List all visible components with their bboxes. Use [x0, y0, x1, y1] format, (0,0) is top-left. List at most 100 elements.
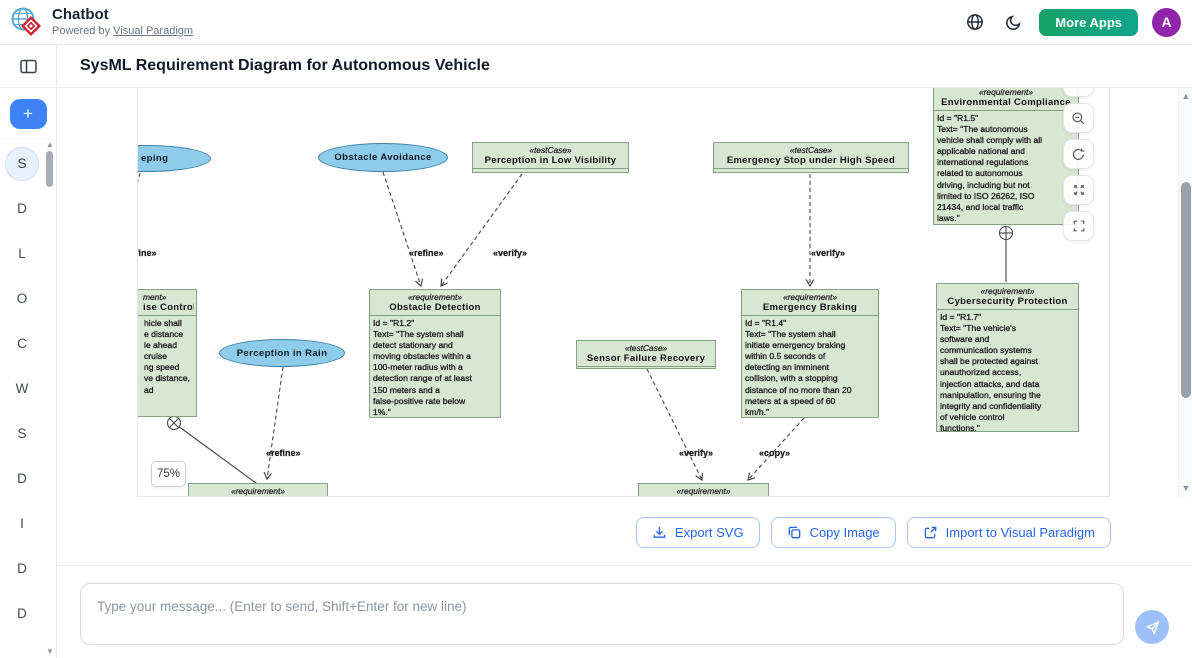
- sidebar-item-5[interactable]: W: [0, 366, 44, 411]
- chat-scrollbar[interactable]: ▲ ▼: [1178, 88, 1192, 497]
- requirement-text-line: of vehicle control: [940, 411, 1005, 422]
- reset-view-button[interactable]: [1063, 139, 1094, 169]
- language-globe-button[interactable]: [963, 10, 987, 34]
- requirement-text-line: within 0.5 seconds of: [745, 351, 826, 362]
- requirement-text-line: meters at a speed of 60: [745, 395, 836, 406]
- sidebar-item-10[interactable]: D: [0, 591, 44, 636]
- sidebar-item-label: W: [15, 381, 29, 396]
- edge-label-6: «copy»: [759, 448, 791, 458]
- sidebar-scrollbar[interactable]: ▲ ▼: [46, 141, 54, 656]
- sidebar-scroll-up-icon[interactable]: ▲: [46, 140, 54, 149]
- node-name: ise Control: [143, 302, 194, 313]
- sidebar-item-7[interactable]: D: [0, 456, 44, 501]
- zoom-in-button[interactable]: [1063, 88, 1094, 97]
- testcase-node-sensor-failure-recovery: «testCase»Sensor Failure Recovery: [576, 340, 716, 369]
- requirement-text-line: distance of no more than 20: [745, 384, 852, 395]
- dark-mode-button[interactable]: [1001, 10, 1025, 34]
- edge-label-5: «verify»: [679, 448, 714, 458]
- sidebar-item-label: S: [5, 146, 39, 181]
- requirement-text-line: Id = "R1.2": [373, 318, 415, 328]
- expand-button[interactable]: [1063, 175, 1094, 205]
- requirement-text-line: Id = "R1.5": [937, 113, 979, 123]
- sidebar-scroll-thumb[interactable]: [46, 151, 53, 187]
- sidebar-item-2[interactable]: L: [0, 231, 44, 276]
- sidebar-item-label: D: [17, 606, 27, 621]
- node-name: Sensor Failure Recovery: [586, 353, 706, 364]
- app-title: Chatbot: [52, 6, 109, 24]
- sidebar-item-label: S: [17, 426, 27, 441]
- stereotype-label: «requirement»: [676, 486, 731, 496]
- sidebar-item-8[interactable]: I: [0, 501, 44, 546]
- requirement-text-line: unauthorized access,: [940, 367, 1022, 378]
- requirement-text-line: Id = "R1.4": [745, 318, 787, 328]
- requirement-text-line: moving obstacles within a: [373, 351, 471, 362]
- requirement-text-line: shall be protected against: [940, 356, 1038, 367]
- requirement-text-line: ve distance,: [144, 373, 190, 384]
- stereotype-label: «testCase»: [624, 343, 668, 353]
- avatar[interactable]: A: [1152, 7, 1181, 37]
- requirement-text-line: Id = "R1.7": [940, 312, 982, 322]
- message-input[interactable]: [80, 583, 1124, 645]
- chat-scroll-down-icon[interactable]: ▼: [1181, 483, 1191, 493]
- sidebar-item-3[interactable]: O: [0, 276, 44, 321]
- sidebar-item-1[interactable]: D: [0, 186, 44, 231]
- sidebar-item-label: L: [18, 246, 26, 261]
- chat-scroll-up-icon[interactable]: ▲: [1181, 91, 1191, 101]
- edge-label-2: «verify»: [493, 248, 528, 258]
- requirement-text-line: software and: [940, 334, 990, 345]
- stereotype-label: ment»: [143, 292, 167, 302]
- requirement-text-line: km/h.": [745, 406, 770, 417]
- chat-scroll-thumb[interactable]: [1181, 182, 1191, 398]
- zoom-in-icon: [1071, 88, 1086, 90]
- requirement-node-fail-safe-operation: «requirement»Fail-Safe Operation: [638, 483, 769, 496]
- export-svg-button[interactable]: Export SVG: [635, 517, 760, 548]
- ellipse-label: Obstacle Avoidance: [334, 152, 432, 163]
- powered-by: Powered by Visual Paradigm: [52, 24, 194, 37]
- requirement-text-line: initiate emergency braking: [745, 340, 846, 351]
- visual-paradigm-logo: [11, 7, 41, 36]
- send-plane-icon: [1146, 620, 1159, 634]
- requirement-text-line: false-positive rate below: [373, 395, 466, 406]
- new-chat-button[interactable]: +: [9, 98, 47, 129]
- requirement-node-sensor-fusion-accuracy: «requirement»Sensor Fusion Accuracy: [188, 483, 328, 496]
- node-name: Emergency Braking: [762, 302, 858, 313]
- zoom-out-button[interactable]: [1063, 103, 1094, 133]
- sidebar-item-6[interactable]: S: [0, 411, 44, 456]
- requirement-text-line: limited to ISO 26262, ISO: [937, 190, 1035, 201]
- sidebar-panel-icon: [19, 59, 37, 73]
- requirement-text-line: 150 meters and a: [373, 384, 440, 395]
- sidebar-toggle-button[interactable]: [15, 53, 41, 79]
- requirement-text-line: international regulations: [937, 157, 1029, 168]
- reset-view-icon: [1072, 147, 1085, 160]
- requirement-text-line: vehicle shall comply with all: [937, 135, 1043, 146]
- usecase-ellipse-perception-in-rain: Perception in Rain: [219, 339, 345, 367]
- sidebar-item-label: D: [17, 561, 27, 576]
- sidebar-item-4[interactable]: C: [0, 321, 44, 366]
- requirement-text-line: ng speed: [144, 362, 180, 373]
- node-name: Emergency Stop under High Speed: [726, 155, 896, 166]
- copy-image-button[interactable]: Copy Image: [770, 517, 896, 548]
- globe-icon: [967, 14, 984, 30]
- requirement-text-line: laws.": [937, 212, 960, 223]
- visual-paradigm-link[interactable]: Visual Paradigm: [113, 24, 194, 37]
- sidebar-scroll-down-icon[interactable]: ▼: [46, 647, 54, 656]
- fullscreen-icon: [1073, 220, 1084, 232]
- requirement-text-line: related to autonomous: [937, 168, 1023, 179]
- import-to-visual-paradigm-button[interactable]: Import to Visual Paradigm: [906, 517, 1111, 548]
- sidebar-item-0[interactable]: S: [0, 141, 44, 186]
- more-apps-button[interactable]: More Apps: [1039, 8, 1138, 36]
- send-button[interactable]: [1135, 610, 1169, 644]
- requirement-text-line: 100-meter radius with a: [373, 362, 463, 373]
- testcase-node-emergency-stop-under-high-speed: «testCase»Emergency Stop under High Spee…: [713, 142, 909, 173]
- sidebar-item-9[interactable]: D: [0, 546, 44, 591]
- fullscreen-button[interactable]: [1063, 211, 1094, 241]
- requirement-text-line: detecting an imminent: [745, 362, 830, 373]
- node-name: Obstacle Detection: [389, 302, 481, 313]
- requirement-text-line: driving, including but not: [937, 179, 1030, 190]
